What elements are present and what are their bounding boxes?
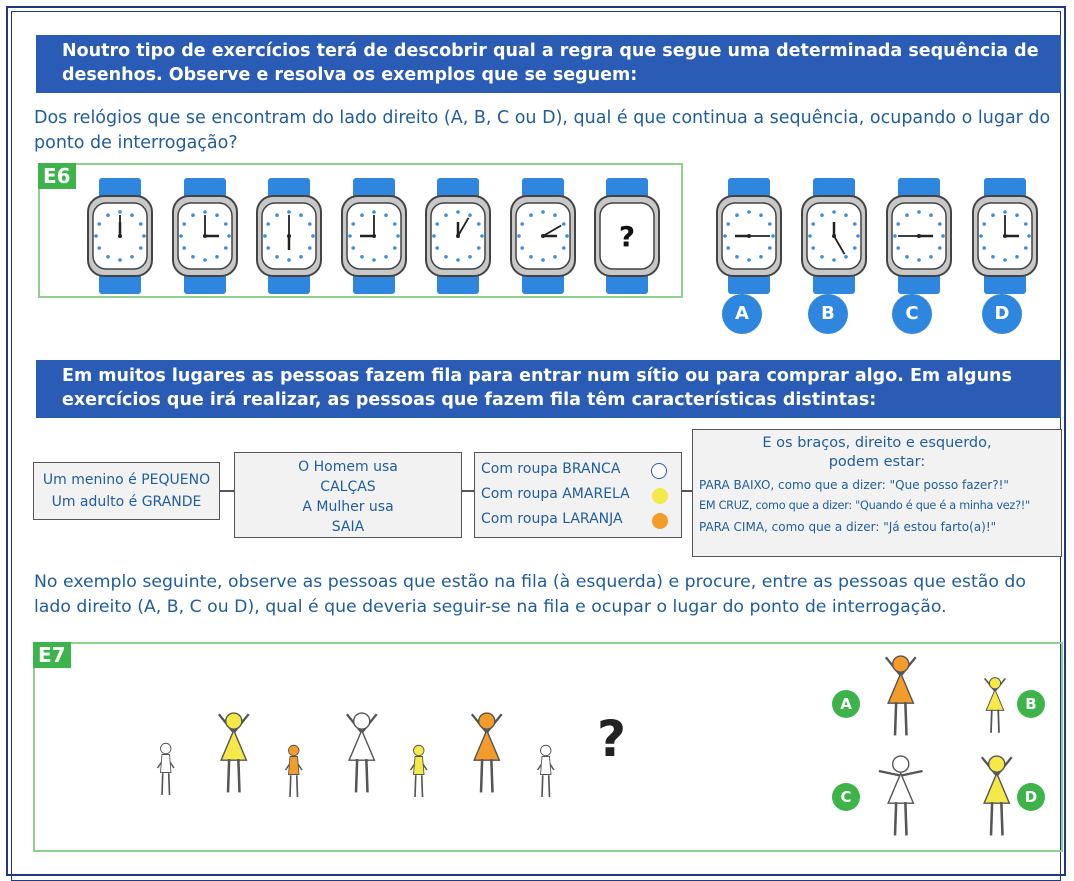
legend-man-uses: O Homem usa (298, 459, 398, 475)
queue-person-icon (275, 740, 313, 804)
e6-missing-watch: ? (590, 176, 664, 296)
svg-text:?: ? (619, 220, 635, 253)
queue-person-icon (205, 705, 263, 801)
legend-arms-title-2: podem estar: (828, 454, 926, 470)
yellow-swatch-icon (652, 488, 668, 504)
intro-banner-text: Noutro tipo de exercícios terá de descob… (62, 41, 1039, 85)
watch-icon (168, 176, 242, 296)
queue-person-icon (400, 740, 438, 804)
e6-tag: E6 (38, 163, 76, 189)
queue-person-icon (458, 705, 516, 801)
legend-connector-1 (220, 490, 234, 492)
legend-color-white: Com roupa BRANCA (481, 457, 675, 482)
e6-box: E6 (38, 163, 683, 298)
legend-size-box: Um menino é PEQUENO Um adulto é GRANDE (33, 462, 220, 520)
watch-icon (252, 176, 326, 296)
legend-color-yellow-label: Com roupa AMARELA (481, 486, 630, 502)
legend-color-yellow: Com roupa AMARELA (481, 482, 675, 507)
queue-person-icon (527, 740, 565, 804)
queue-banner: Em muitos lugares as pessoas fazem fila … (36, 360, 1061, 418)
legend-connector-2 (462, 490, 474, 492)
white-swatch-icon (651, 463, 667, 479)
e6-option-d[interactable]: D (982, 294, 1022, 334)
legend-colors-box: Com roupa BRANCA Com roupa AMARELA Com r… (474, 452, 682, 538)
e7-option-b[interactable]: B (1017, 690, 1045, 718)
legend-skirt: SAIA (331, 519, 365, 535)
e7-option-person-icon[interactable] (975, 672, 1015, 740)
legend-color-orange: Com roupa LARANJA (481, 507, 675, 532)
e6-option-watch-icon[interactable] (712, 176, 786, 296)
legend-arms-box: E os braços, direito e esquerdo, podem e… (692, 429, 1062, 557)
e6-option-watch-icon[interactable] (882, 176, 956, 296)
queue-person-icon (333, 705, 391, 801)
e7-box: E7 (33, 642, 1063, 852)
e7-question-mark: ? (597, 710, 627, 768)
watch-icon (83, 176, 157, 296)
legend-arms-title-1: E os braços, direito e esquerdo, (762, 435, 992, 451)
e6-option-a[interactable]: A (722, 294, 762, 334)
watch-icon (506, 176, 580, 296)
legend-trousers: CALÇAS (320, 479, 376, 495)
e6-question: Dos relógios que se encontram do lado di… (34, 108, 1051, 153)
legend-color-orange-label: Com roupa LARANJA (481, 511, 623, 527)
queue-banner-text: Em muitos lugares as pessoas fazem fila … (62, 366, 1012, 410)
e6-option-watch-icon[interactable] (797, 176, 871, 296)
legend-size-adult: Um adulto é GRANDE (51, 494, 202, 510)
e7-option-person-icon[interactable] (872, 648, 930, 744)
legend-arms-cross: EM CRUZ, como que a dizer: "Quando é que… (699, 499, 1030, 512)
e7-option-person-icon[interactable] (872, 748, 930, 844)
queue-person-icon (147, 738, 185, 802)
legend-arms-down: PARA BAIXO, como que a dizer: "Que posso… (699, 478, 1009, 492)
e7-option-a[interactable]: A (832, 690, 860, 718)
e7-question: No exemplo seguinte, observe as pessoas … (34, 572, 1026, 617)
legend-woman-uses: A Mulher usa (302, 499, 394, 515)
watch-icon (337, 176, 411, 296)
e7-option-c[interactable]: C (832, 783, 860, 811)
watch-icon (421, 176, 495, 296)
e7-option-person-icon[interactable] (968, 748, 1026, 844)
legend-arms-up: PARA CIMA, como que a dizer: "Já estou f… (699, 520, 997, 534)
legend-connector-3 (682, 490, 692, 492)
e7-tag: E7 (33, 642, 71, 668)
e6-option-b[interactable]: B (808, 294, 848, 334)
e7-option-d[interactable]: D (1017, 783, 1045, 811)
orange-swatch-icon (652, 513, 668, 529)
intro-banner: Noutro tipo de exercícios terá de descob… (36, 35, 1061, 93)
e6-option-watch-icon[interactable] (968, 176, 1042, 296)
legend-size-child: Um menino é PEQUENO (42, 472, 211, 488)
e6-option-c[interactable]: C (892, 294, 932, 334)
legend-color-white-label: Com roupa BRANCA (481, 461, 621, 477)
legend-clothing-box: O Homem usa CALÇAS A Mulher usa SAIA (234, 452, 462, 538)
